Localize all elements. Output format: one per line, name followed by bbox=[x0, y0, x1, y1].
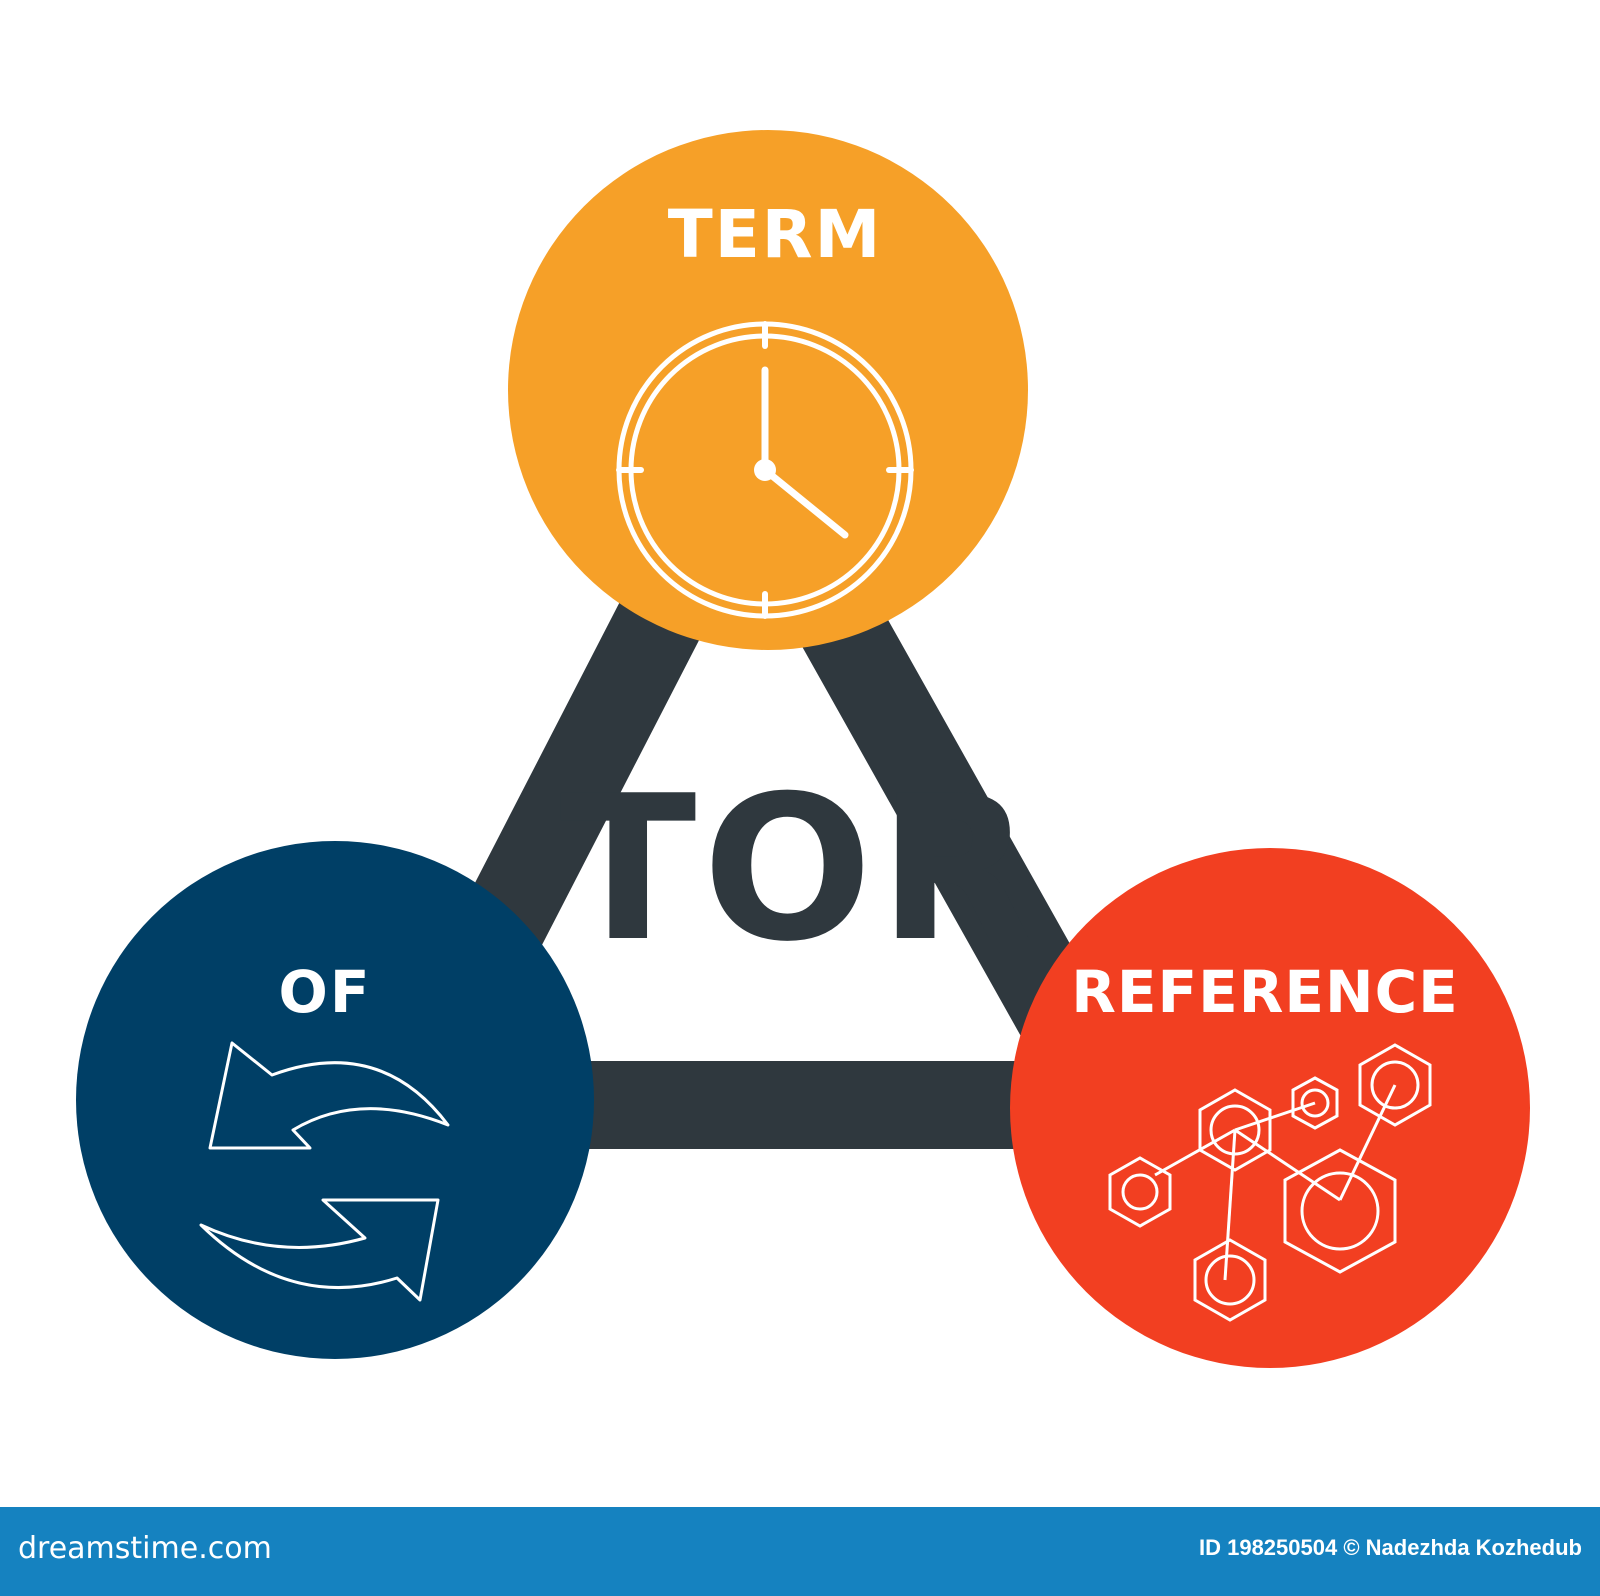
exchange-arrows-icon bbox=[199, 1041, 450, 1302]
of-circle bbox=[76, 841, 594, 1359]
triangle-connector bbox=[337, 362, 1186, 1149]
molecule-icon bbox=[1108, 1043, 1432, 1322]
center-title: TOR bbox=[560, 753, 1039, 986]
triangle-interior bbox=[485, 560, 1030, 1060]
footer-brand[interactable]: dreamstime.com bbox=[18, 1531, 272, 1566]
reference-circle bbox=[1010, 848, 1530, 1368]
footer-image-id: ID 198250504 © Nadezhda Kozhedub bbox=[1198, 1535, 1582, 1560]
diagram-canvas bbox=[76, 130, 1530, 1368]
of-label: OF bbox=[278, 958, 372, 1026]
reference-label: REFERENCE bbox=[1071, 958, 1459, 1026]
term-label: TERM bbox=[667, 196, 883, 273]
clock-icon bbox=[616, 321, 914, 619]
footer-bar: dreamstime.com ID 198250504 © Nadezhda K… bbox=[0, 1507, 1600, 1596]
